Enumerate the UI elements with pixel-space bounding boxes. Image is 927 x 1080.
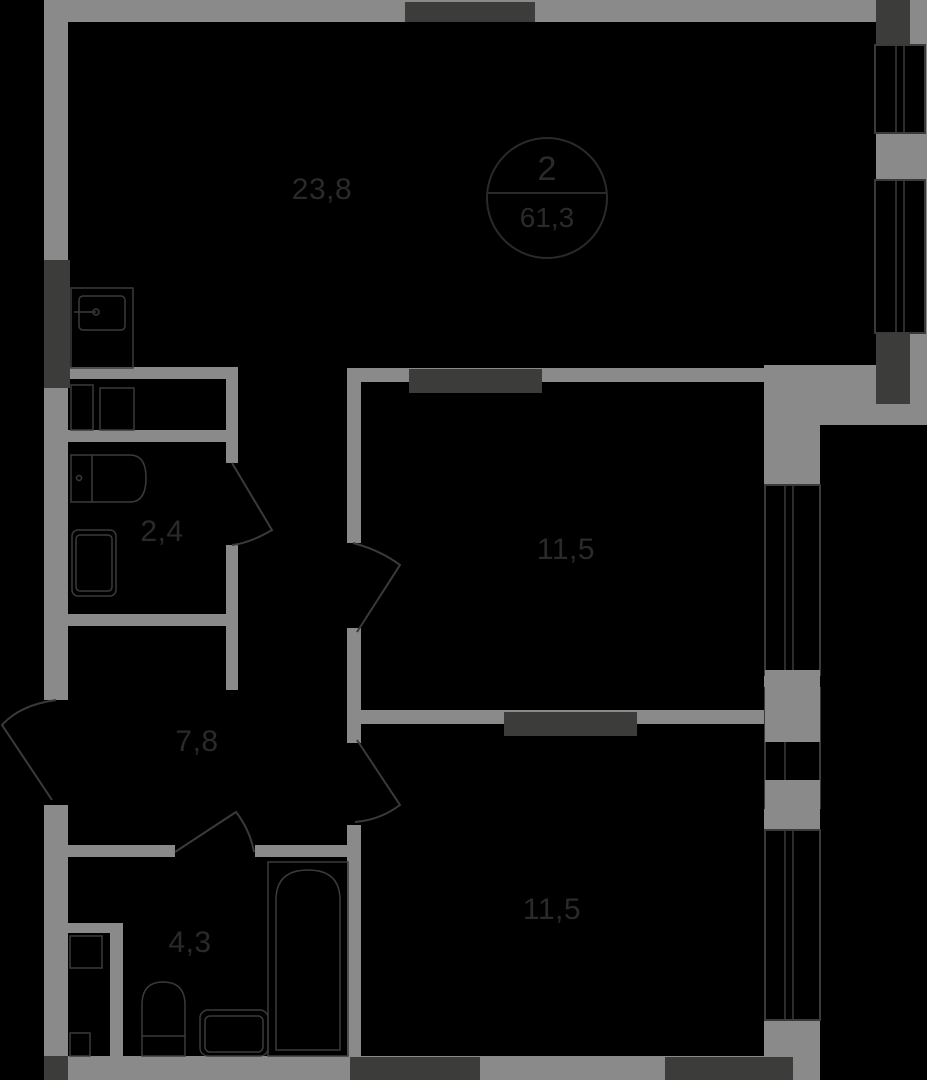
room-area-hallway: 7,8 xyxy=(175,725,219,758)
room-area-living-kitchen: 23,8 xyxy=(291,173,353,206)
room-area-bathroom: 4,3 xyxy=(168,926,212,959)
doors xyxy=(0,462,402,853)
rooms-count: 2 xyxy=(537,150,557,188)
room-area-wc: 2,4 xyxy=(140,515,184,548)
columns xyxy=(44,0,910,1080)
apartment-badge xyxy=(486,137,608,259)
total-area: 61,3 xyxy=(519,202,575,233)
apartment-summary-badge: 2 61,3 xyxy=(487,138,607,258)
room-area-bedroom-1: 11,5 xyxy=(536,533,596,566)
windows xyxy=(764,44,926,1021)
fixtures xyxy=(69,287,349,1057)
room-area-bedroom-2: 11,5 xyxy=(522,893,582,926)
